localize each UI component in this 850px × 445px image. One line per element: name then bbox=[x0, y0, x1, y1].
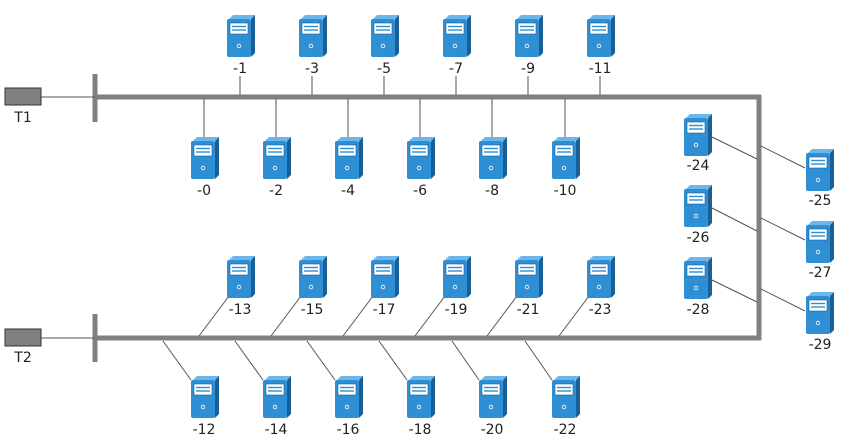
server-icon bbox=[683, 256, 713, 300]
node-label: -21 bbox=[517, 302, 540, 318]
server-node-13: -13 bbox=[198, 255, 256, 337]
server-node-14: -14 bbox=[234, 340, 292, 438]
server-node-20: -20 bbox=[451, 340, 508, 438]
server-node-22: -22 bbox=[524, 340, 581, 438]
server-icon bbox=[406, 375, 436, 419]
server-node-21: -21 bbox=[486, 255, 544, 337]
server-icon bbox=[442, 255, 472, 299]
server-node-19: -19 bbox=[414, 255, 472, 337]
server-node-1: -1 bbox=[226, 14, 256, 95]
node-label: -17 bbox=[373, 302, 396, 318]
node-label: -4 bbox=[341, 183, 355, 199]
node-label: -8 bbox=[485, 183, 499, 199]
node-label: -28 bbox=[687, 302, 710, 318]
server-icon bbox=[190, 136, 220, 180]
terminator-label: T1 bbox=[13, 110, 31, 126]
server-icon bbox=[226, 14, 256, 58]
node-label: -24 bbox=[687, 158, 710, 174]
node-label: -7 bbox=[449, 61, 463, 77]
server-icon bbox=[805, 291, 835, 335]
terminator-box bbox=[4, 87, 42, 106]
server-icon bbox=[805, 220, 835, 264]
node-label: -27 bbox=[809, 265, 832, 281]
server-node-27: -27 bbox=[760, 217, 835, 281]
server-icon bbox=[514, 255, 544, 299]
node-label: -20 bbox=[481, 422, 504, 438]
node-label: -22 bbox=[554, 422, 577, 438]
server-icon bbox=[370, 255, 400, 299]
server-icon bbox=[442, 14, 472, 58]
server-node-5: -5 bbox=[370, 14, 400, 95]
server-icon bbox=[586, 14, 616, 58]
server-node-17: -17 bbox=[342, 255, 400, 337]
server-icon bbox=[334, 136, 364, 180]
node-label: -14 bbox=[265, 422, 288, 438]
node-label: -1 bbox=[233, 61, 247, 77]
node-label: -6 bbox=[413, 183, 427, 199]
server-node-15: -15 bbox=[270, 255, 328, 337]
server-node-6: -6 bbox=[406, 99, 436, 199]
node-label: -29 bbox=[809, 337, 832, 353]
server-icon bbox=[551, 375, 581, 419]
terminator-label: T2 bbox=[13, 350, 31, 366]
node-label: -12 bbox=[193, 422, 216, 438]
server-icon bbox=[190, 375, 220, 419]
server-icon bbox=[262, 375, 292, 419]
server-node-10: -10 bbox=[551, 99, 581, 199]
server-node-9: -9 bbox=[514, 14, 544, 95]
server-icon bbox=[370, 14, 400, 58]
server-icon bbox=[551, 136, 581, 180]
node-label: -0 bbox=[197, 183, 211, 199]
server-node-4: -4 bbox=[334, 99, 364, 199]
server-icon bbox=[262, 136, 292, 180]
server-node-7: -7 bbox=[442, 14, 472, 95]
terminator-t2: T2 bbox=[4, 328, 95, 366]
server-icon bbox=[334, 375, 364, 419]
server-node-0: -0 bbox=[190, 99, 220, 199]
server-node-18: -18 bbox=[378, 340, 436, 438]
node-label: -23 bbox=[589, 302, 612, 318]
node-label: -19 bbox=[445, 302, 468, 318]
node-label: -5 bbox=[377, 61, 391, 77]
server-icon bbox=[298, 255, 328, 299]
node-label: -26 bbox=[687, 230, 710, 246]
server-icon bbox=[478, 375, 508, 419]
server-icon bbox=[586, 255, 616, 299]
server-node-28: -28 bbox=[683, 256, 758, 318]
server-node-23: -23 bbox=[558, 255, 616, 337]
server-icon bbox=[298, 14, 328, 58]
server-icon bbox=[226, 255, 256, 299]
server-node-25: -25 bbox=[760, 145, 835, 209]
node-label: -10 bbox=[554, 183, 577, 199]
node-label: -2 bbox=[269, 183, 283, 199]
server-node-8: -8 bbox=[478, 99, 508, 199]
server-node-12: -12 bbox=[162, 340, 220, 438]
server-node-3: -3 bbox=[298, 14, 328, 95]
node-label: -13 bbox=[229, 302, 252, 318]
server-icon bbox=[683, 113, 713, 157]
server-node-24: -24 bbox=[683, 113, 758, 174]
server-icon bbox=[406, 136, 436, 180]
node-label: -18 bbox=[409, 422, 432, 438]
node-label: -9 bbox=[521, 61, 535, 77]
terminator-box bbox=[4, 328, 42, 347]
node-label: -15 bbox=[301, 302, 324, 318]
server-node-16: -16 bbox=[306, 340, 364, 438]
server-icon bbox=[805, 148, 835, 192]
node-label: -3 bbox=[305, 61, 319, 77]
server-node-29: -29 bbox=[760, 288, 835, 353]
node-label: -11 bbox=[589, 61, 612, 77]
server-node-2: -2 bbox=[262, 99, 292, 199]
server-icon bbox=[478, 136, 508, 180]
node-label: -16 bbox=[337, 422, 360, 438]
server-node-11: -11 bbox=[586, 14, 616, 95]
server-icon bbox=[514, 14, 544, 58]
node-label: -25 bbox=[809, 193, 832, 209]
server-node-26: -26 bbox=[683, 184, 758, 246]
server-icon bbox=[683, 184, 713, 228]
terminator-t1: T1 bbox=[4, 87, 95, 126]
